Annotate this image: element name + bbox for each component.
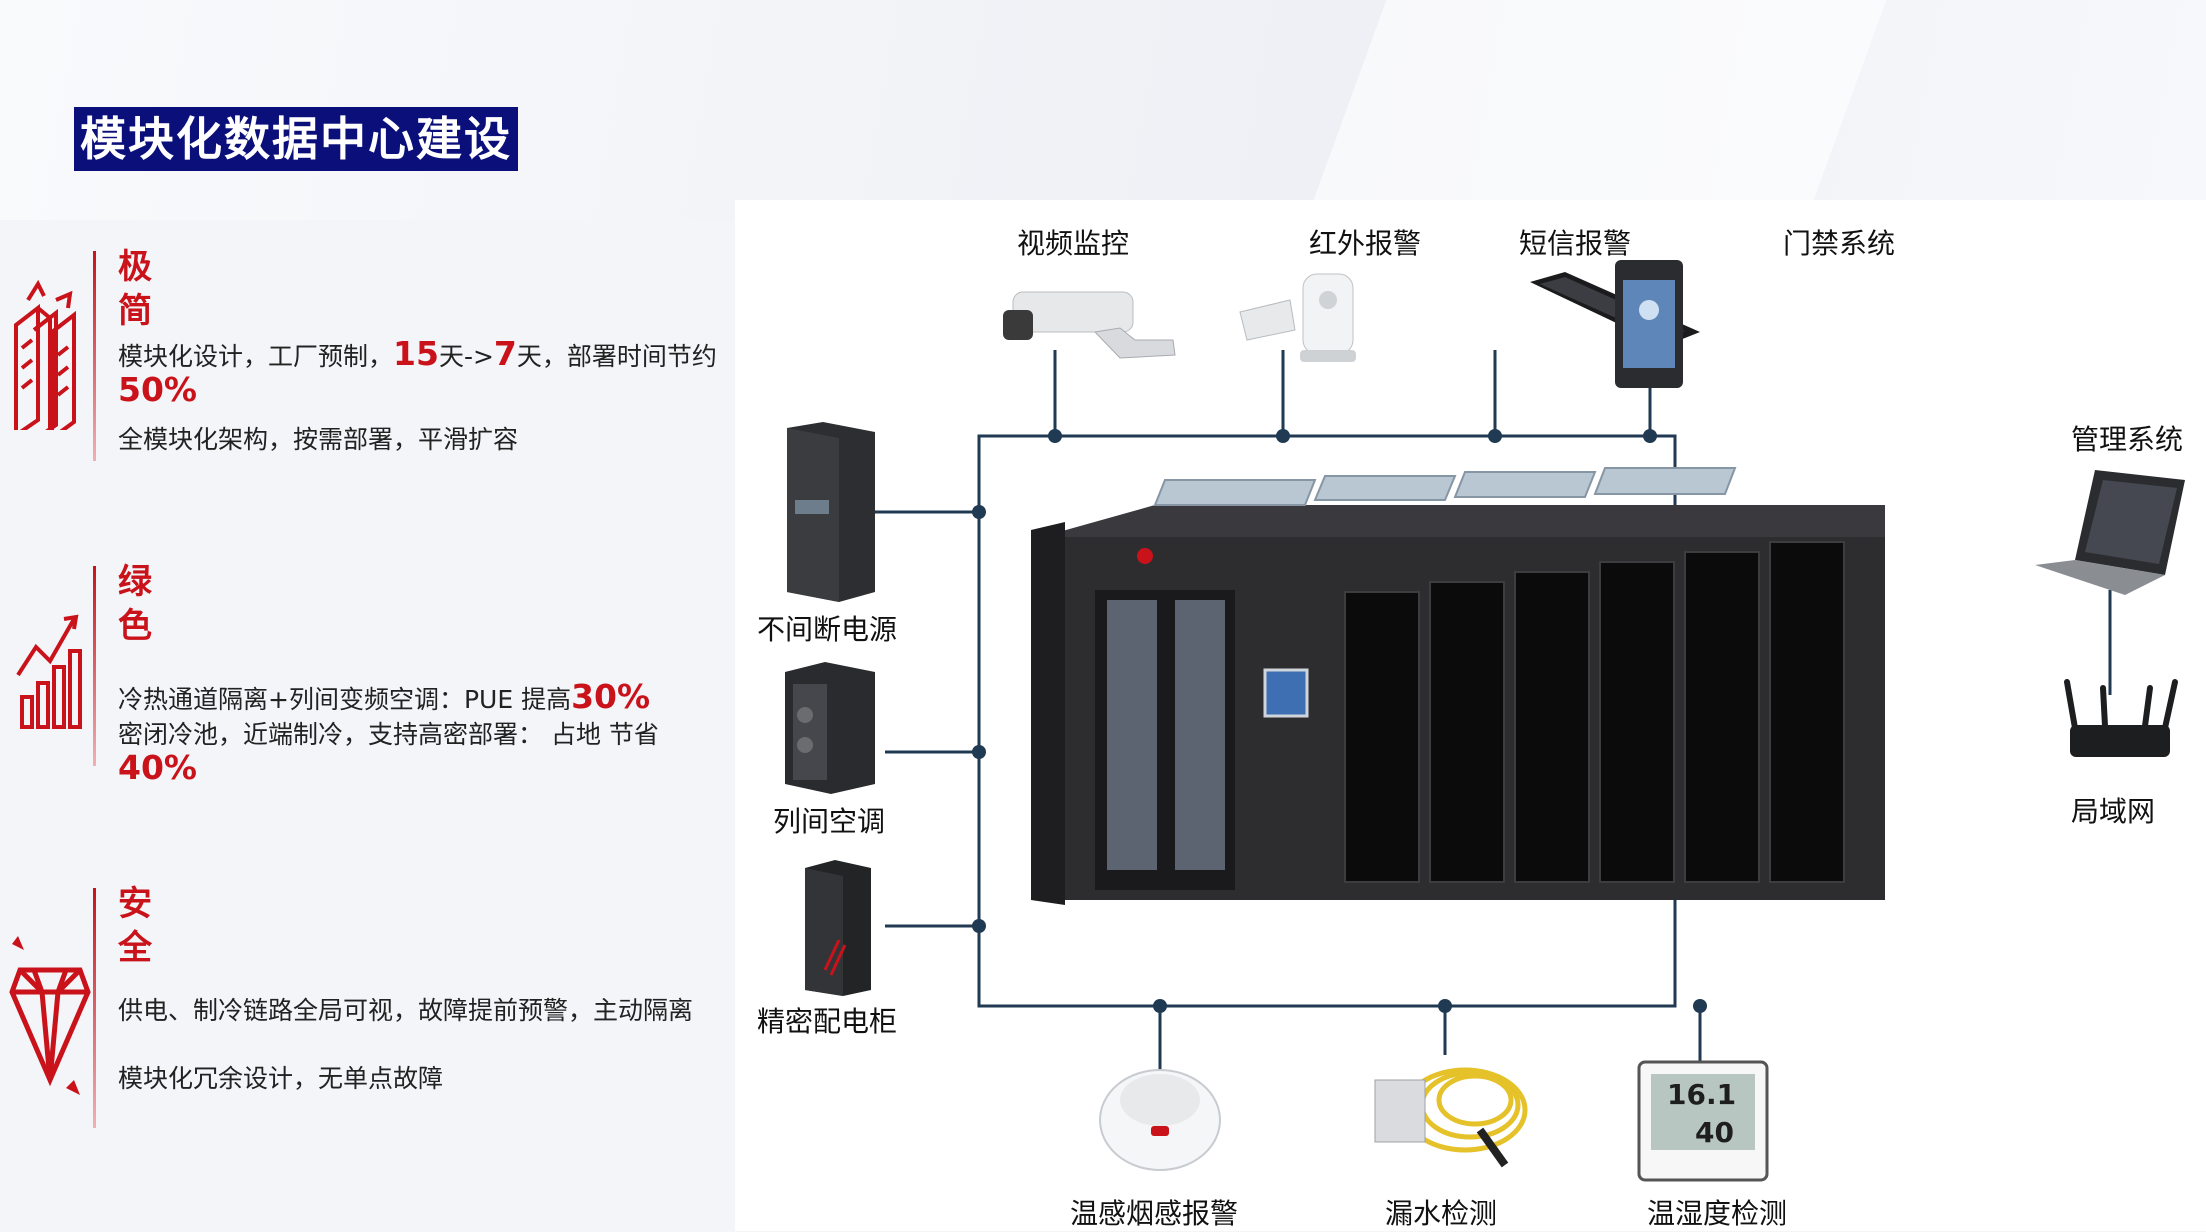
data-center-racks bbox=[1031, 467, 1885, 905]
connection-lines bbox=[875, 350, 2112, 1085]
inrow-ac-icon bbox=[785, 662, 875, 794]
access-control-icon bbox=[1615, 260, 1683, 388]
feature-desc-1: 供电、制冷链路全局可视，故障提前预警，主动隔离 bbox=[118, 996, 694, 1025]
feature-heading-2: 简 bbox=[118, 291, 152, 331]
label-ups: 不间断电源 bbox=[757, 613, 898, 646]
modules-icon bbox=[14, 279, 76, 430]
diagram-graphics: 16.1 40 bbox=[785, 260, 2185, 1182]
feature-desc-2: 模块化冗余设计，无单点故障 bbox=[118, 1064, 444, 1093]
label-smoke-alarm: 温感烟感报警 bbox=[1070, 1197, 1239, 1230]
feature-desc-2: 全模块化架构，按需部署，平滑扩容 bbox=[118, 425, 519, 454]
header-decor bbox=[1313, 0, 1887, 200]
feature-heading-2: 全 bbox=[118, 928, 152, 968]
label-infrared-alarm: 红外报警 bbox=[1309, 227, 1422, 260]
feature-desc-1: 模块化设计，工厂预制，15天->7天，部署时间节约 50% bbox=[118, 334, 717, 409]
hygrometer-temp-reading: 16.1 bbox=[1667, 1078, 1736, 1111]
feature-heading-1: 极 bbox=[118, 247, 152, 287]
feature-divider bbox=[93, 566, 96, 766]
infrared-sensor-icon bbox=[1239, 273, 1356, 362]
label-inrow-ac: 列间空调 bbox=[773, 805, 886, 838]
hygrometer-humidity-reading: 40 bbox=[1695, 1116, 1734, 1149]
feature-security: 安 全 供电、制冷链路全局可视，故障提前预警，主动隔离 模块化冗余设计，无单点故… bbox=[0, 882, 740, 1132]
ups-icon bbox=[787, 422, 875, 602]
router-icon bbox=[2064, 679, 2178, 757]
laptop-icon bbox=[2035, 470, 2185, 595]
system-diagram: 16.1 40 视频监控 红外报警 短信报警 门禁系统 不间断电源 列间空调 精… bbox=[735, 200, 2206, 1231]
smoke-detector-icon bbox=[1099, 1069, 1221, 1171]
diamond-icon bbox=[9, 936, 91, 1095]
power-cabinet-icon bbox=[805, 860, 871, 996]
label-access-control: 门禁系统 bbox=[1783, 227, 1896, 260]
hygrometer-icon bbox=[1637, 1060, 1769, 1182]
camera-icon bbox=[1003, 291, 1176, 359]
label-video-monitoring: 视频监控 bbox=[1017, 227, 1130, 260]
leak-detector-icon bbox=[1374, 1067, 1528, 1168]
page-title: 模块化数据中心建设 bbox=[74, 107, 518, 171]
feature-divider bbox=[93, 888, 96, 1128]
feature-heading-2: 色 bbox=[118, 606, 152, 646]
label-leak-detection: 漏水检测 bbox=[1385, 1197, 1498, 1230]
label-lan: 局域网 bbox=[2071, 795, 2156, 828]
feature-green: 绿 色 冷热通道隔离+列间变频空调：PUE 提高30% 密闭冷池，近端制冷，支持… bbox=[0, 560, 740, 800]
feature-desc-1: 冷热通道隔离+列间变频空调：PUE 提高30% bbox=[118, 677, 651, 716]
roof-panels bbox=[1153, 467, 1737, 506]
growth-chart-icon bbox=[16, 614, 82, 729]
feature-divider bbox=[93, 251, 96, 461]
feature-simple: 极 简 模块化设计，工厂预制，15天->7天，部署时间节约 50% 全模块化架构… bbox=[0, 245, 740, 475]
label-management-system: 管理系统 bbox=[2071, 423, 2184, 456]
label-temp-humidity: 温湿度检测 bbox=[1647, 1197, 1788, 1230]
feature-heading-1: 安 bbox=[118, 884, 152, 924]
label-sms-alarm: 短信报警 bbox=[1519, 227, 1632, 260]
feature-heading-1: 绿 bbox=[118, 562, 152, 602]
label-power-cabinet: 精密配电柜 bbox=[757, 1005, 898, 1038]
